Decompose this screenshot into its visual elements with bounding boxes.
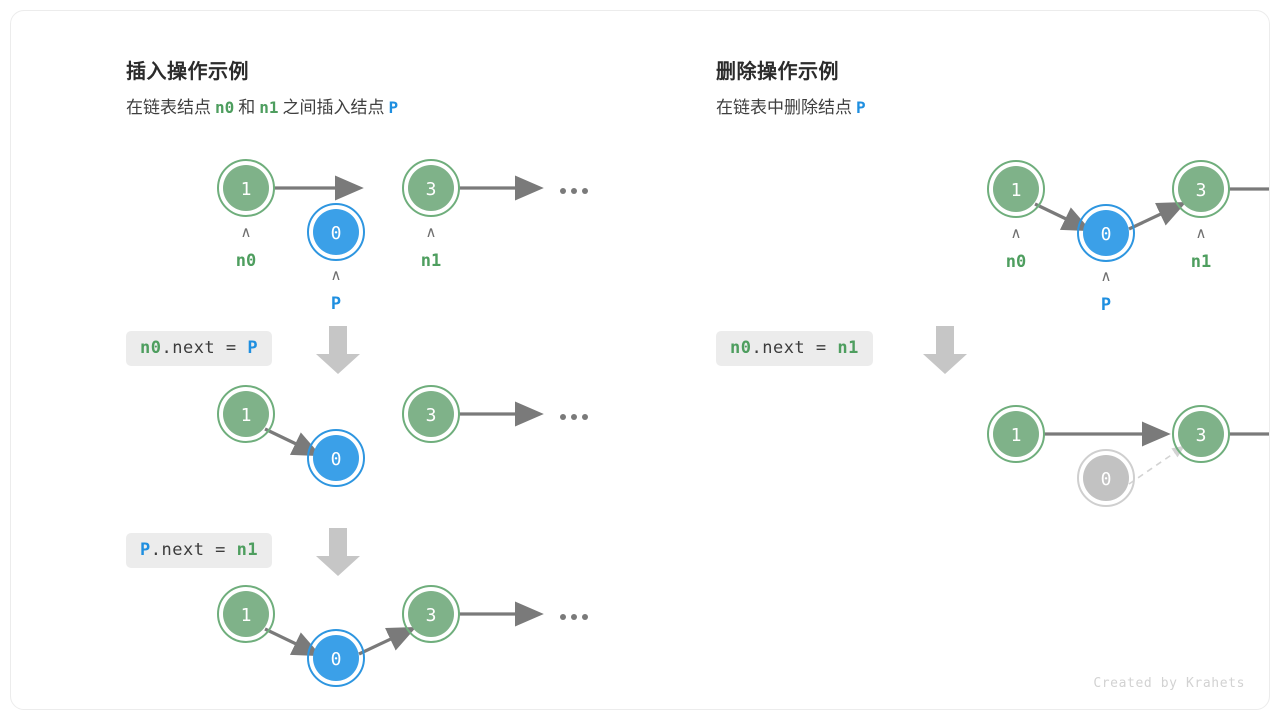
dcode1-lhs: n0 <box>730 338 752 358</box>
code1-mid: .next = <box>161 338 248 358</box>
insert-down-arrow-2-icon <box>316 528 360 576</box>
panel-insert-title: 插入操作示例 <box>126 61 249 83</box>
label-n0: n0 <box>236 251 256 271</box>
node-0-value: 0 <box>331 223 342 244</box>
label-p: P <box>1101 295 1111 315</box>
node-1-value: 1 <box>241 605 252 626</box>
node-1-value: 1 <box>241 179 252 200</box>
tail-ellipsis-icon <box>560 614 588 620</box>
node-3-value: 3 <box>426 179 437 200</box>
node-0-blue: 0 <box>1077 204 1135 262</box>
delete-down-arrow-icon <box>923 326 967 374</box>
node-3-value: 3 <box>1196 180 1207 201</box>
subtitle-text-2: 和 <box>238 98 256 117</box>
node-3: 3 <box>1172 160 1230 218</box>
subtitle-token-n0: n0 <box>215 98 235 117</box>
caret-n1-icon: ∧ <box>426 223 437 241</box>
node-1: 1 <box>987 405 1045 463</box>
code1-rhs: P <box>247 338 259 358</box>
tail-ellipsis-icon <box>560 188 588 194</box>
node-3: 3 <box>1172 405 1230 463</box>
caret-p-icon: ∧ <box>1101 267 1112 285</box>
subtitle-token-p: P <box>388 98 399 117</box>
subtitle2-text-1: 在链表中删除结点 <box>716 98 852 117</box>
node-1: 1 <box>217 585 275 643</box>
node-3-value: 3 <box>426 405 437 426</box>
subtitle-text-1: 在链表结点 <box>126 98 211 117</box>
node-1: 1 <box>217 385 275 443</box>
insert-down-arrow-1-icon <box>316 326 360 374</box>
subtitle-token-n1: n1 <box>259 98 279 117</box>
node-1: 1 <box>217 159 275 217</box>
node-1-value: 1 <box>241 405 252 426</box>
node-0-value: 0 <box>1101 224 1112 245</box>
insert-step3-diagram: 1 0 3 <box>217 585 588 687</box>
insert-step2-diagram: 1 0 3 <box>217 385 588 487</box>
subtitle-text-3: 之间插入结点 <box>282 98 385 117</box>
node-3-value: 3 <box>426 605 437 626</box>
node-3-value: 3 <box>1196 425 1207 446</box>
subtitle2-token-p: P <box>856 98 866 117</box>
node-0-blue: 0 <box>307 203 365 261</box>
code2-lhs: P <box>140 540 151 560</box>
delete-step2-diagram: 1 0 3 <box>987 405 1269 507</box>
node-3: 3 <box>402 159 460 217</box>
insert-code-step2: P.next = n1 <box>126 533 273 568</box>
node-0-blue: 0 <box>307 429 365 487</box>
caret-n0-icon: ∧ <box>241 223 252 241</box>
insert-code-step1: n0.next = P <box>126 331 273 366</box>
edge-p-to-n1 <box>1128 201 1187 231</box>
node-3: 3 <box>402 385 460 443</box>
credit-text: Created by Krahets <box>1093 676 1245 691</box>
dcode1-rhs: n1 <box>837 338 859 358</box>
label-n1: n1 <box>1191 252 1211 272</box>
code2-mid: .next = <box>150 540 237 560</box>
label-n0: n0 <box>1006 252 1026 272</box>
node-0-value: 0 <box>331 649 342 670</box>
code2-rhs: n1 <box>236 540 259 560</box>
code1-lhs: n0 <box>140 338 162 358</box>
node-1-value: 1 <box>1011 180 1022 201</box>
delete-code-step1: n0.next = n1 <box>716 331 873 366</box>
node-0-deleted: 0 <box>1077 449 1135 507</box>
tail-ellipsis-icon <box>560 414 588 420</box>
panel-delete-title: 删除操作示例 <box>716 61 839 83</box>
caret-n1-icon: ∧ <box>1196 224 1207 242</box>
node-3: 3 <box>402 585 460 643</box>
caret-p-icon: ∧ <box>331 266 342 284</box>
node-0-value: 0 <box>331 449 342 470</box>
label-p: P <box>331 294 341 314</box>
delete-step1-diagram: 1 ∧ n0 0 ∧ P 3 ∧ n1 <box>987 160 1269 315</box>
label-n1: n1 <box>421 251 441 271</box>
caret-n0-icon: ∧ <box>1011 224 1022 242</box>
insert-step1-diagram: 1 ∧ n0 0 ∧ P 3 ∧ n1 <box>217 159 588 314</box>
node-1-value: 1 <box>1011 425 1022 446</box>
node-0-value: 0 <box>1101 469 1112 490</box>
edge-removed-dashed <box>1128 445 1185 485</box>
node-0-blue: 0 <box>307 629 365 687</box>
edge-p-to-n1 <box>358 626 417 656</box>
node-1: 1 <box>987 160 1045 218</box>
dcode1-mid: .next = <box>751 338 838 358</box>
